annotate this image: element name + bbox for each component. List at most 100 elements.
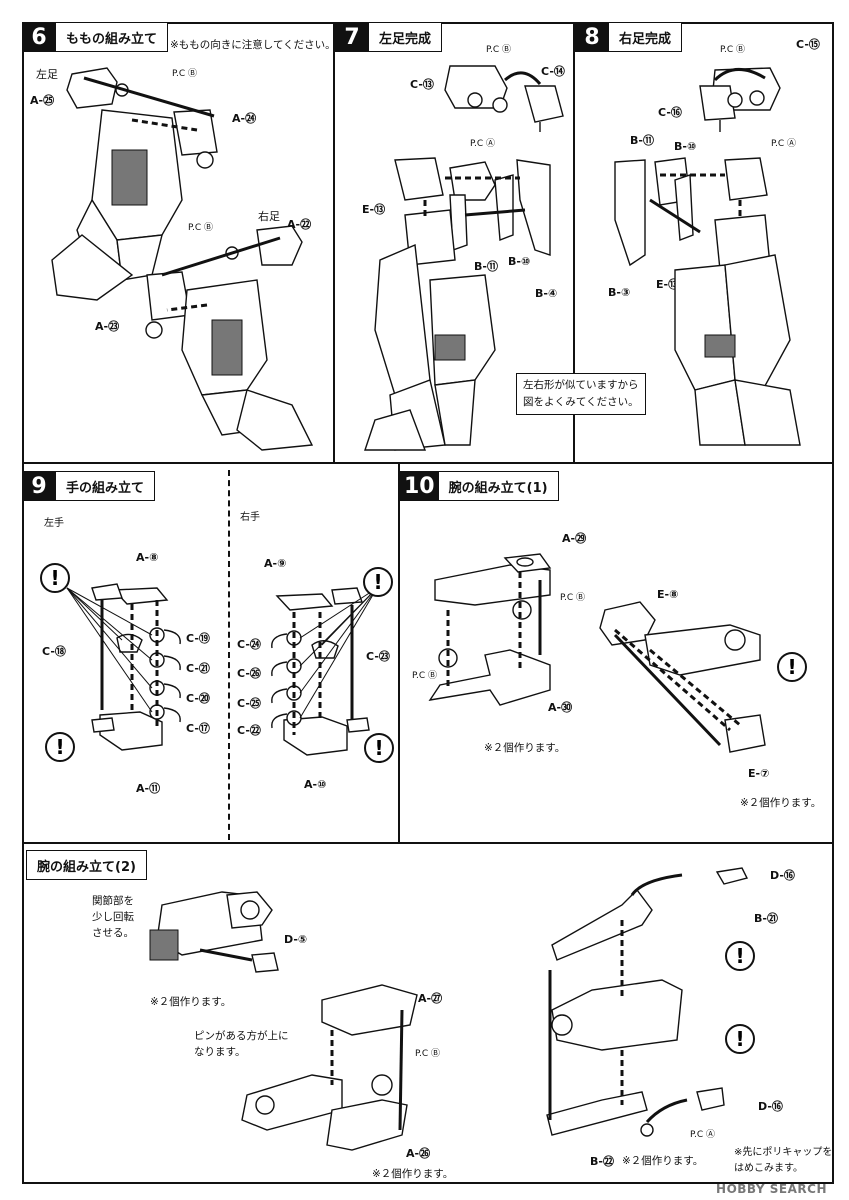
part-label: A-㉓: [95, 320, 120, 333]
make-two-note: ※２個作ります。: [484, 742, 566, 754]
caution-icon: !: [40, 563, 70, 593]
part-label: E-⑬: [362, 203, 386, 216]
make-two-note: ※２個作ります。: [740, 797, 822, 809]
part-label: A-㉕: [30, 94, 55, 107]
step-number: 7: [335, 22, 369, 52]
step-7-illustration: [364, 65, 564, 451]
part-label: C-⑲: [186, 632, 210, 645]
step-title: 手の組み立て: [56, 471, 156, 501]
part-label: B-④: [535, 287, 558, 300]
part-label: B-⑪: [630, 134, 654, 147]
step-number: 10: [400, 471, 439, 501]
part-label: A-⑨: [264, 557, 287, 570]
caution-icon: !: [725, 941, 755, 971]
part-label: D-⑯: [770, 869, 795, 882]
part-label: C-㉕: [237, 697, 261, 710]
step-title: ももの組み立て: [56, 22, 169, 52]
svg-text:!: !: [787, 655, 796, 679]
part-label: A-㉖: [406, 1147, 431, 1160]
left-leg-label: 左足: [36, 68, 58, 81]
step-9-header: 9 手の組み立て: [22, 471, 156, 501]
step-title: 腕の組み立て(2): [26, 850, 147, 880]
step-title: 腕の組み立て(1): [438, 471, 559, 501]
part-label: P.C Ⓐ: [690, 1130, 716, 1140]
svg-text:!: !: [374, 736, 383, 760]
part-label: C-㉖: [237, 667, 261, 680]
part-label: A-⑩: [304, 778, 327, 791]
step-10-illustration: !: [428, 553, 807, 753]
step-10-header: 10 腕の組み立て(1): [400, 471, 559, 501]
part-label: E-⑬: [656, 278, 680, 291]
part-label: A-㉗: [418, 992, 443, 1005]
part-label: C-⑯: [658, 106, 682, 119]
svg-text:!: !: [373, 570, 382, 594]
step-number: 9: [22, 471, 56, 501]
part-label: P.C Ⓑ: [415, 1049, 441, 1059]
make-two-note: ※２個作ります。: [622, 1155, 704, 1167]
part-label: D-⑤: [284, 933, 308, 946]
part-label: C-㉔: [237, 638, 261, 651]
part-label: C-⑰: [186, 722, 210, 735]
watermark: HOBBY SEARCH: [716, 1182, 827, 1196]
right-hand-label: 右手: [240, 512, 260, 523]
divider-6-7: [333, 22, 335, 464]
step-11-header: 腕の組み立て(2): [26, 850, 147, 880]
svg-text:!: !: [735, 944, 744, 968]
part-label: D-⑯: [758, 1100, 783, 1113]
step-title: 右足完成: [609, 22, 683, 52]
part-label: A-㉙: [562, 532, 587, 545]
svg-text:!: !: [55, 735, 64, 759]
part-label: C-㉓: [366, 650, 390, 663]
rotate-joint-note: 関節部を 少し回転 させる。: [92, 895, 134, 939]
svg-text:!: !: [50, 566, 59, 590]
step-number: 6: [22, 22, 56, 52]
part-label: E-⑧: [657, 588, 679, 601]
part-label: A-㉔: [232, 112, 257, 125]
step-8-header: 8 右足完成: [575, 22, 683, 52]
divider-row2: [22, 842, 834, 844]
step-8-illustration: [614, 67, 801, 446]
pin-up-note: ピンがある方が上に なります。: [194, 1030, 289, 1058]
part-label: C-⑬: [410, 78, 434, 91]
part-label: B-⑩: [674, 140, 697, 153]
part-label: C-⑱: [42, 645, 66, 658]
step-9-illustration: ! ! ! !: [40, 563, 394, 763]
divider-9-10: [398, 462, 400, 844]
make-two-note: ※２個作ります。: [372, 1168, 454, 1180]
part-label: P.C Ⓑ: [172, 69, 198, 79]
caution-icon: !: [364, 733, 394, 763]
part-label: A-㉚: [548, 701, 573, 714]
step-6-illustration: [51, 67, 314, 451]
part-label: P.C Ⓑ: [412, 671, 438, 681]
svg-text:!: !: [735, 1027, 744, 1051]
part-label: C-㉒: [237, 724, 261, 737]
part-label: B-㉑: [754, 912, 778, 925]
divider-left-right-hand: [228, 470, 230, 840]
make-two-note: ※２個作ります。: [150, 996, 232, 1008]
part-label: P.C Ⓑ: [720, 45, 746, 55]
left-hand-label: 左手: [44, 518, 64, 529]
part-label: P.C Ⓐ: [470, 139, 496, 149]
divider-7-8: [573, 22, 575, 464]
step-6-header: 6 ももの組み立て: [22, 22, 169, 52]
part-label: P.C Ⓑ: [188, 223, 214, 233]
part-label: A-⑧: [136, 551, 159, 564]
step-number: 8: [575, 22, 609, 52]
caution-icon: !: [45, 732, 75, 762]
part-label: P.C Ⓑ: [486, 45, 512, 55]
part-label: C-⑳: [186, 692, 210, 705]
caution-icon: !: [363, 567, 393, 597]
left-right-similar-note: 左右形が似ていますから 図をよくみてください。: [516, 373, 646, 415]
part-label: E-⑦: [748, 767, 770, 780]
step-11-illustration: ! !: [149, 867, 755, 1151]
right-leg-label: 右足: [258, 210, 280, 223]
caution-icon: !: [725, 1024, 755, 1054]
part-label: C-⑭: [541, 65, 565, 78]
part-label: A-⑪: [136, 782, 161, 795]
caution-icon: !: [777, 652, 807, 682]
step-7-header: 7 左足完成: [335, 22, 443, 52]
part-label: C-㉑: [186, 662, 210, 675]
part-label: P.C Ⓐ: [771, 139, 797, 149]
part-label: B-㉒: [590, 1155, 614, 1168]
part-label: C-⑮: [796, 38, 820, 51]
